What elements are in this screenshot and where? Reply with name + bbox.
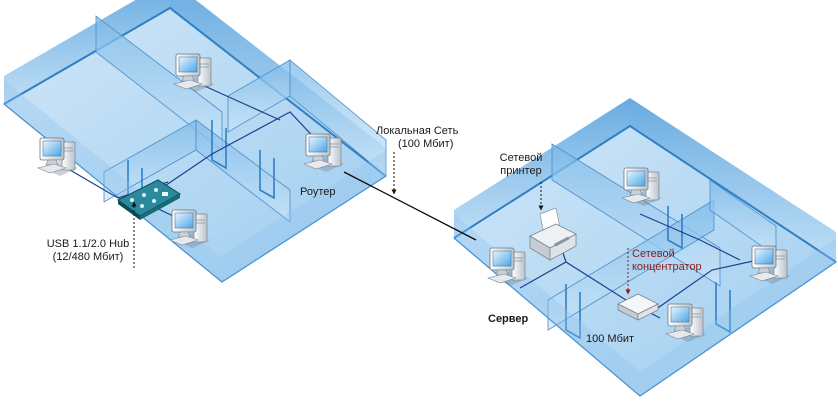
hub-label-line1: Сетевой — [632, 248, 675, 260]
lan-label: Локальная Сеть (100 Мбит) — [376, 125, 486, 151]
computer-icon — [749, 245, 791, 285]
wan-link-cable — [343, 171, 477, 241]
server-label: Сервер — [488, 313, 528, 326]
server-label-text: Сервер — [488, 313, 529, 325]
printer-label-line1: Сетевой — [499, 152, 543, 164]
hub-speed-label-text: 100 Мбит — [586, 333, 635, 345]
lan-label-line2: (100 Мбит) — [398, 138, 454, 150]
printer-label-line2: принтер — [500, 165, 542, 177]
usb-hub-label: USB 1.1/2.0 Hub (12/480 Мбит) — [32, 238, 144, 264]
hub-label-line2: концентратор — [632, 261, 702, 273]
usb-hub-label-line1: USB 1.1/2.0 Hub — [46, 238, 130, 250]
computer-icon — [169, 209, 211, 249]
computer-icon — [621, 167, 663, 207]
router-icon — [303, 133, 345, 173]
lan-label-line1: Локальная Сеть — [376, 125, 459, 137]
hub-label: Сетевой концентратор — [632, 248, 702, 274]
printer-icon — [529, 207, 577, 261]
right-building — [453, 98, 837, 397]
router-label-text: Роутер — [300, 186, 336, 198]
printer-label: Сетевой принтер — [486, 152, 556, 178]
computer-icon — [173, 53, 215, 93]
usb-hub-label-line2: (12/480 Мбит) — [52, 251, 124, 263]
hub-icon — [617, 293, 659, 321]
left-building — [3, 0, 387, 283]
computer-icon — [37, 137, 79, 177]
computer-icon — [665, 303, 707, 343]
hub-speed-label: 100 Мбит — [586, 333, 634, 346]
router-label: Роутер — [300, 186, 336, 199]
server-icon — [487, 247, 529, 287]
